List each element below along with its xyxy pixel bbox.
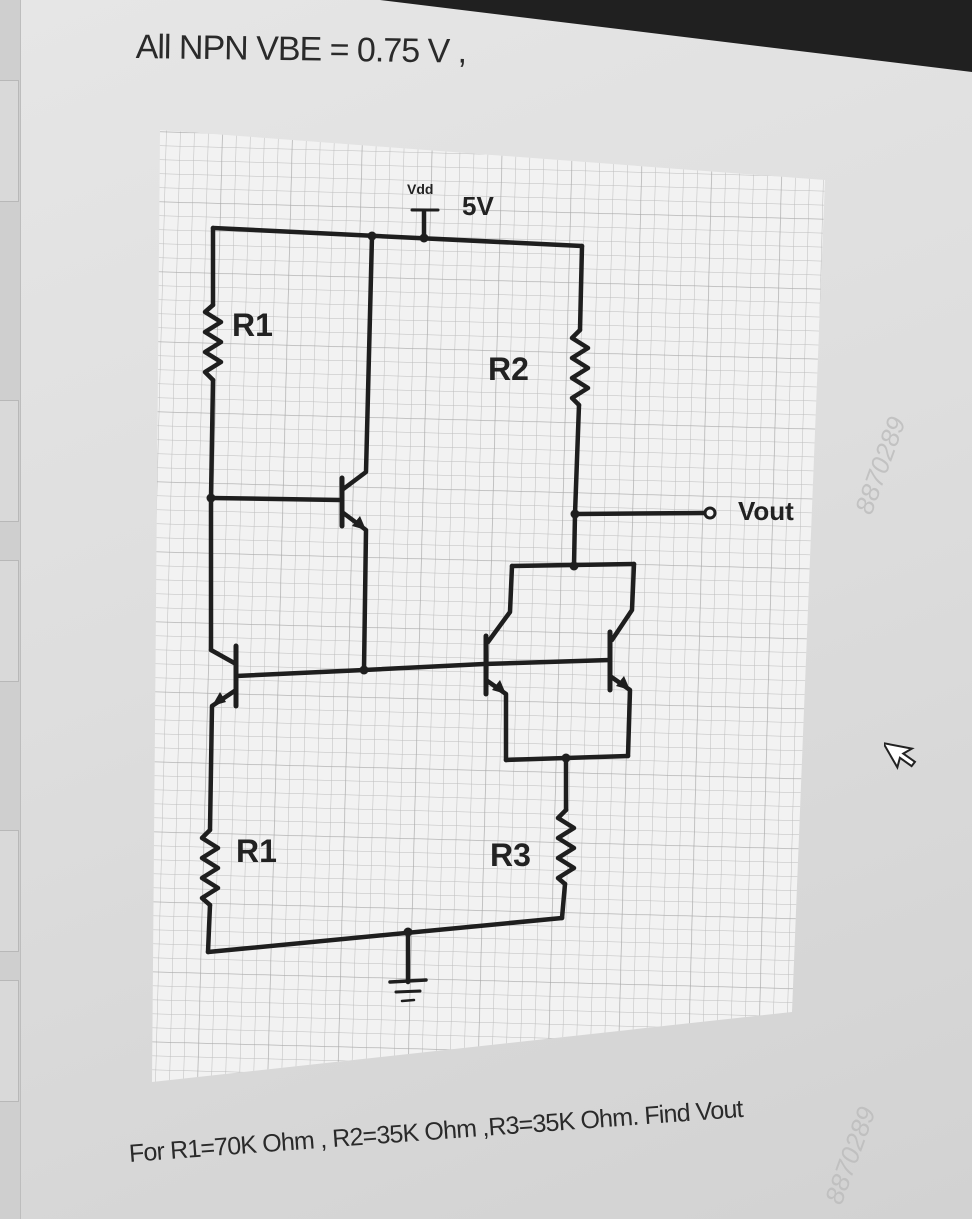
vout-terminal: [703, 506, 717, 520]
sidebar-tab[interactable]: [0, 560, 19, 682]
junction-dot: [419, 233, 429, 243]
junction-dot: [569, 561, 579, 571]
junction-dot: [403, 927, 413, 937]
vdd-label: Vdd: [407, 181, 433, 197]
sidebar-tab[interactable]: [0, 980, 19, 1102]
ground-symbol-3: [400, 998, 416, 1003]
left-wire-bottom: [205, 902, 213, 955]
junction-dot: [561, 753, 571, 763]
left-wire-mid: [208, 377, 216, 653]
ground-symbol-1: [388, 978, 428, 984]
resistor-r2: [569, 327, 591, 408]
resistor-r3: [555, 807, 577, 887]
left-sidebar: [0, 0, 21, 1219]
sidebar-tab[interactable]: [0, 830, 19, 952]
r1-top-label: R1: [232, 307, 273, 343]
r1-bottom-label: R1: [236, 833, 277, 869]
junction-dot: [359, 665, 369, 675]
ground-rail-wire: [205, 915, 565, 955]
q2-collector: [208, 647, 239, 667]
q1-base-wire: [208, 495, 343, 503]
ground-symbol-2: [394, 989, 422, 994]
junction-dot: [367, 231, 377, 241]
resistor-r1-top: [202, 302, 224, 383]
r3-label: R3: [490, 837, 531, 873]
junction-dot: [206, 493, 216, 503]
q3-collector-wire: [485, 563, 515, 645]
base-bus-wire: [233, 657, 613, 679]
sidebar-tab[interactable]: [0, 400, 19, 522]
q1-collector: [339, 233, 375, 493]
q4-collector-wire: [609, 561, 637, 643]
mouse-cursor-icon: [884, 741, 917, 770]
q4-emitter-arrow: [616, 676, 630, 690]
q2-emitter-arrow: [212, 692, 226, 706]
r2-label: R2: [488, 351, 529, 387]
right-wire-top: [577, 243, 585, 333]
q1-emitter-arrow: [352, 516, 366, 530]
supply-voltage-label: 5V: [462, 191, 494, 221]
vout-label: Vout: [738, 496, 794, 526]
sidebar-tab[interactable]: [0, 80, 19, 202]
vout-wire: [572, 510, 709, 517]
junction-dot: [570, 509, 580, 519]
resistor-r1-bottom: [199, 827, 221, 908]
top-rail-wire: [210, 225, 585, 249]
q3-emitter-arrow: [492, 680, 506, 694]
right-wire-bottom: [559, 881, 568, 921]
